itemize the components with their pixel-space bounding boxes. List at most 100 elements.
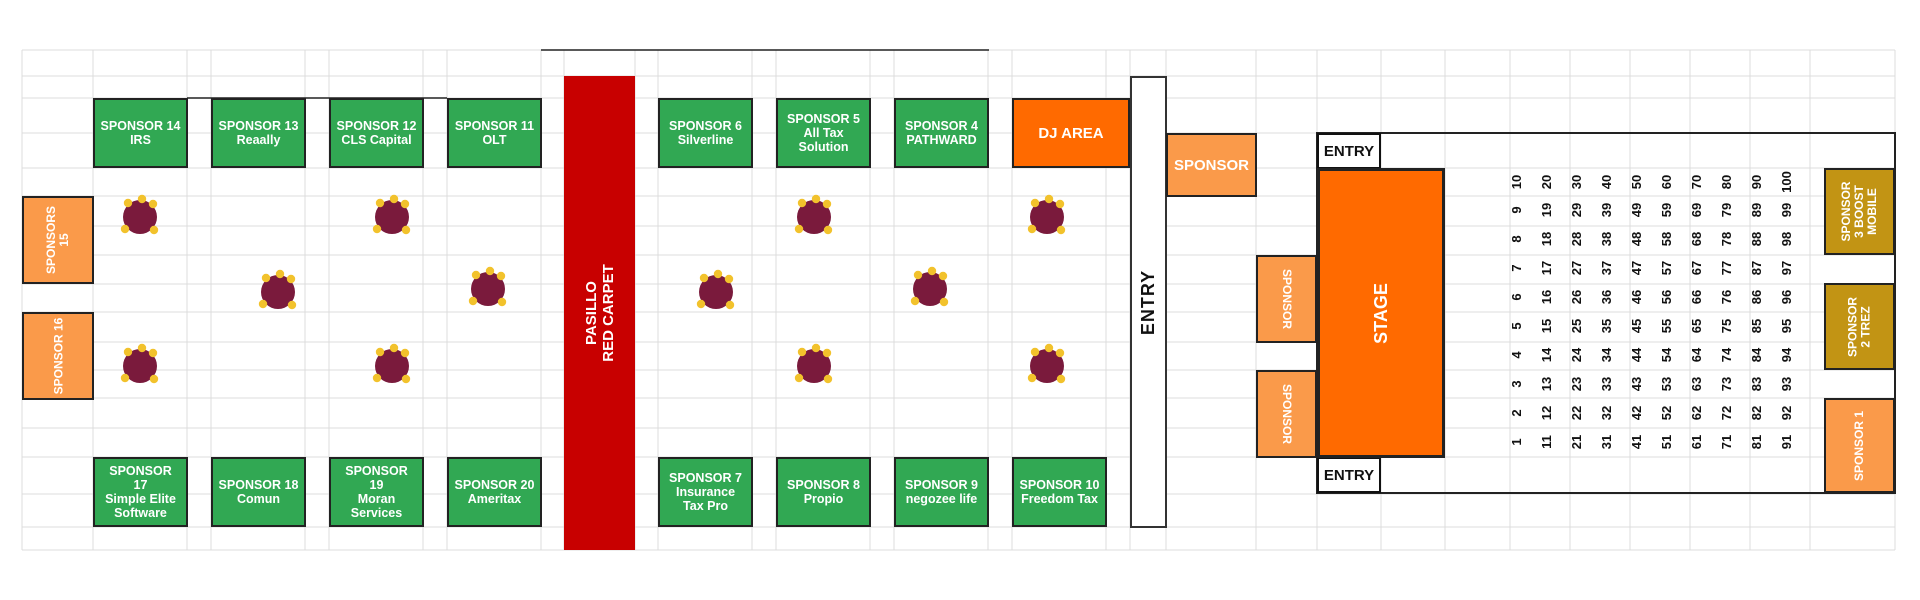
- seat-number: 36: [1599, 289, 1614, 305]
- chair: [400, 199, 410, 209]
- chair: [696, 299, 706, 309]
- chair: [485, 266, 495, 276]
- seat-number: 96: [1779, 289, 1794, 305]
- chair: [1044, 194, 1054, 204]
- chair: [137, 194, 147, 204]
- seat-number: 35: [1599, 318, 1614, 334]
- seat-number: 100: [1779, 171, 1794, 193]
- table-top: [471, 272, 505, 306]
- dj-area: DJ AREA: [1012, 98, 1130, 168]
- table-top: [913, 272, 947, 306]
- seat-number: 58: [1659, 231, 1674, 247]
- seat-number: 21: [1569, 434, 1584, 450]
- booth-sponsor-2: SPONSOR 2 TREZ: [1824, 283, 1895, 370]
- round-table: [910, 266, 949, 307]
- seat-number: 11: [1539, 435, 1554, 449]
- seat-number: 41: [1629, 434, 1644, 450]
- seat-number: 14: [1539, 347, 1554, 363]
- table-top: [1030, 200, 1064, 234]
- seat-number: 72: [1719, 405, 1734, 421]
- chair: [149, 225, 159, 235]
- chair: [120, 224, 130, 234]
- seat-number: 38: [1599, 231, 1614, 247]
- seat-number: 34: [1599, 347, 1614, 363]
- chair: [797, 347, 807, 357]
- stage-entry-top: ENTRY: [1317, 133, 1381, 169]
- seat-number: 79: [1719, 202, 1734, 218]
- table-top: [123, 200, 157, 234]
- seat-number: 22: [1569, 405, 1584, 421]
- chair: [927, 266, 937, 276]
- booth-sponsor-16: SPONSOR 16: [22, 312, 94, 400]
- round-table: [372, 343, 411, 384]
- seat-number: 20: [1539, 174, 1554, 190]
- seat-number: 71: [1719, 434, 1734, 450]
- chair: [149, 374, 159, 384]
- seat-number: 81: [1749, 434, 1764, 450]
- table-top: [123, 349, 157, 383]
- chair: [822, 199, 832, 209]
- seat-number: 78: [1719, 231, 1734, 247]
- seat-number: 88: [1749, 231, 1764, 247]
- booth-sponsor-side-a: SPONSOR: [1256, 255, 1317, 343]
- seat-number: 57: [1659, 260, 1674, 276]
- seat-number: 73: [1719, 376, 1734, 392]
- seat-number: 52: [1659, 405, 1674, 421]
- chair: [375, 347, 385, 357]
- chair: [1027, 224, 1037, 234]
- seat-number: 93: [1779, 376, 1794, 392]
- table-top: [375, 349, 409, 383]
- seat-number: 75: [1719, 318, 1734, 334]
- chair: [261, 273, 271, 283]
- chair: [372, 224, 382, 234]
- seat-number: 49: [1629, 202, 1644, 218]
- seat-number: 59: [1659, 202, 1674, 218]
- chair: [389, 343, 399, 353]
- chair: [1030, 198, 1040, 208]
- chair: [496, 271, 506, 281]
- seat-number: 97: [1779, 260, 1794, 276]
- chair: [1030, 347, 1040, 357]
- booth-sponsor-side-b: SPONSOR: [1256, 370, 1317, 458]
- round-table: [1027, 343, 1066, 384]
- booth-sponsor-3: SPONSOR 3 BOOST MOBILE: [1824, 168, 1895, 255]
- chair: [389, 194, 399, 204]
- chair: [699, 273, 709, 283]
- seat-number: 60: [1659, 174, 1674, 190]
- seat-number: 48: [1629, 231, 1644, 247]
- chair: [811, 194, 821, 204]
- chair: [120, 373, 130, 383]
- seat-number: 3: [1509, 380, 1524, 388]
- seat-number: 98: [1779, 231, 1794, 247]
- seat-number: 80: [1719, 174, 1734, 190]
- seat-number: 53: [1659, 376, 1674, 392]
- seat-number: 24: [1569, 347, 1584, 363]
- seat-number: 46: [1629, 289, 1644, 305]
- chair: [123, 347, 133, 357]
- chair: [823, 225, 833, 235]
- round-table: [120, 194, 159, 235]
- seat-number: 99: [1779, 202, 1794, 218]
- round-table: [794, 343, 833, 384]
- seat-number: 91: [1779, 434, 1794, 450]
- chair: [148, 199, 158, 209]
- seat-number: 94: [1779, 347, 1794, 363]
- seat-number: 56: [1659, 289, 1674, 305]
- chair: [148, 348, 158, 358]
- chair: [724, 274, 734, 284]
- chair: [811, 343, 821, 353]
- seat-number: 1: [1509, 438, 1524, 446]
- chair: [401, 374, 411, 384]
- round-table: [1027, 194, 1066, 235]
- seat-number: 39: [1599, 202, 1614, 218]
- seat-number: 84: [1749, 347, 1764, 363]
- chair: [287, 300, 297, 310]
